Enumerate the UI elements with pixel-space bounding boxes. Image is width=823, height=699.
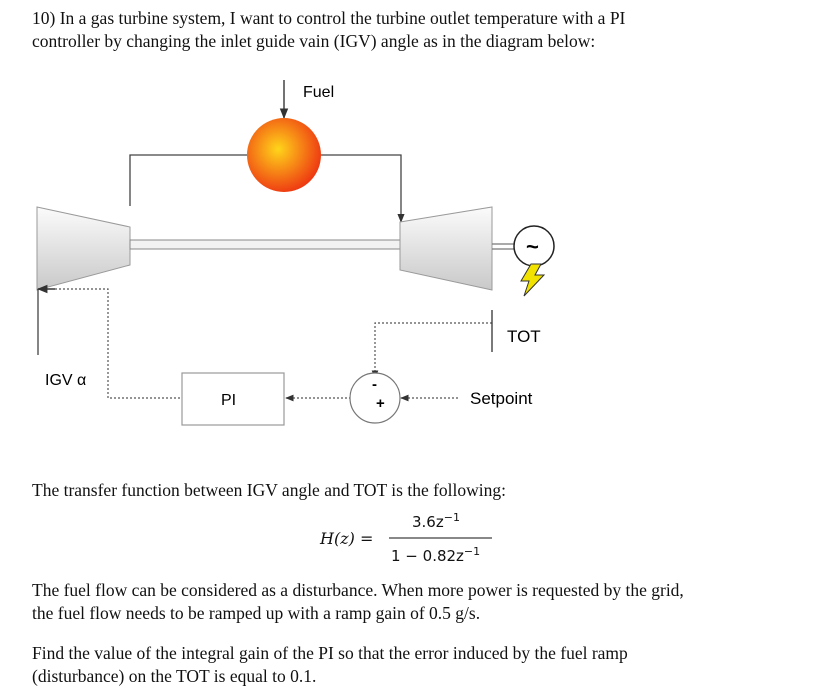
fuel-label: Fuel	[303, 84, 334, 101]
formula-lhs: H(z) =	[319, 529, 373, 548]
formula-denominator: 1 − 0.82z	[391, 547, 464, 565]
compressor-to-combustor-line	[129, 154, 247, 206]
svg-text:1 − 0.82z−1: 1 − 0.82z−1	[391, 545, 480, 565]
question-line-1: 10) In a gas turbine system, I want to c…	[32, 8, 626, 28]
find-paragraph-line-1: Find the value of the integral gain of t…	[32, 643, 628, 663]
fuel-paragraph-line-2: the fuel flow needs to be ramped up with…	[32, 603, 481, 623]
formula-denominator-exp: −1	[464, 545, 480, 558]
shaft	[129, 239, 401, 250]
formula-numerator: 3.6z	[412, 513, 444, 531]
setpoint-label: Setpoint	[470, 389, 533, 408]
question-line-2: controller by changing the inlet guide v…	[32, 31, 596, 51]
find-paragraph-line-2: (disturbance) on the TOT is equal to 0.1…	[32, 666, 317, 686]
svg-text:3.6z−1: 3.6z−1	[412, 511, 460, 531]
lightning-bolt-icon	[520, 263, 546, 297]
generator-symbol: ~	[526, 234, 539, 259]
pi-controller-block	[181, 372, 285, 426]
sum-minus-sign: -	[372, 376, 377, 393]
combustor-to-turbine-line	[320, 154, 405, 223]
summing-junction	[349, 372, 401, 424]
pi-label: PI	[221, 392, 236, 409]
transfer-function-formula: H(z) = 3.6z−1 1 − 0.82z−1	[319, 511, 492, 565]
fuel-paragraph-line-1: The fuel flow can be considered as a dis…	[32, 580, 684, 600]
sum-plus-sign: +	[376, 395, 385, 412]
combustor-burner	[247, 118, 321, 192]
tot-measurement-dotted-line	[371, 322, 492, 379]
turbine	[399, 206, 493, 291]
tot-label: TOT	[507, 327, 541, 346]
gas-turbine-diagram: Fuel ~ TOT IGV α PI - + Setpoint	[36, 80, 555, 426]
transfer-function-text: The transfer function between IGV angle …	[32, 480, 507, 500]
igv-label: IGV α	[45, 372, 86, 389]
formula-numerator-exp: −1	[444, 511, 460, 524]
compressor	[36, 206, 131, 291]
